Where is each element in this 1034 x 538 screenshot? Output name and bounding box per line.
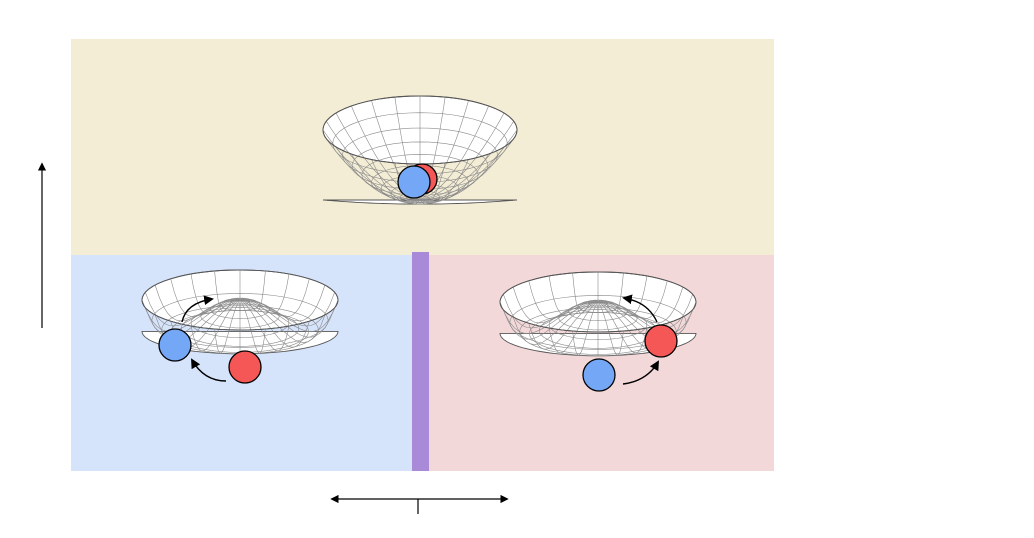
wire-ring xyxy=(519,307,677,357)
wire-ring xyxy=(578,300,618,313)
wire-ring xyxy=(332,112,508,175)
mexican-hat-potential xyxy=(499,271,697,357)
blue-ball xyxy=(397,165,431,199)
wire-ring xyxy=(509,295,687,350)
red-ball xyxy=(644,324,678,358)
wire-ring xyxy=(161,305,319,355)
rotation-arrow xyxy=(181,295,214,323)
wire-ring xyxy=(210,300,270,319)
phase-boundary xyxy=(412,252,429,471)
wire-ring xyxy=(548,309,648,340)
wire-ring xyxy=(380,174,460,203)
mexican-hat-potential xyxy=(141,269,339,355)
single-well-potential xyxy=(322,95,518,205)
wire-ring xyxy=(190,307,290,338)
wire-ring xyxy=(220,298,260,311)
wire-ring xyxy=(529,312,667,355)
potential-rim-edge xyxy=(499,271,697,333)
wire-ring xyxy=(361,154,479,196)
rotation-arrow xyxy=(191,358,227,382)
wire-ring xyxy=(151,293,329,348)
blue-ball xyxy=(158,328,192,362)
wire-ring xyxy=(558,305,638,331)
wire-ring xyxy=(200,303,280,329)
blue-ball xyxy=(582,358,616,392)
wire-ring xyxy=(342,127,498,183)
potential-rim-edge xyxy=(141,269,339,331)
rotation-arrow xyxy=(622,360,659,385)
wire-ring xyxy=(351,141,489,190)
red-ball xyxy=(228,350,262,384)
rotation-arrow xyxy=(622,294,658,323)
wire-ring xyxy=(568,302,628,321)
